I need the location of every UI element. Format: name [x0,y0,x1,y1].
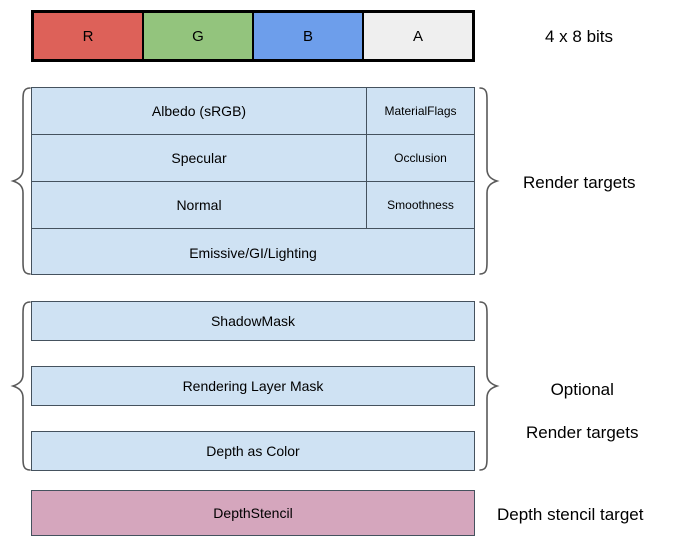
render-target-main-label: Albedo (sRGB) [151,103,247,119]
optional-render-target-label: ShadowMask [210,313,296,329]
render-target-main-cell: Specular [32,135,366,181]
render-target-side-cell: Smoothness [366,182,474,228]
channel-cell-r: R [34,13,144,59]
render-targets-side-label: Render targets [523,173,636,192]
channel-label-r: R [82,27,94,45]
render-targets-right-brace [478,86,500,276]
optional-render-targets-side-label-line2: Render targets [526,422,639,442]
render-target-row: Normal Smoothness [32,182,474,229]
render-target-main-cell: Albedo (sRGB) [32,88,366,134]
channel-bar-side-label: 4 x 8 bits [545,27,614,46]
channel-cell-g: G [144,13,254,59]
render-target-side-label: Smoothness [387,198,454,212]
channel-label-b: B [302,27,313,45]
optional-render-targets-left-brace [10,300,32,472]
channel-label-a: A [412,27,423,45]
optional-render-targets-right-brace [478,300,500,472]
render-target-side-cell: MaterialFlags [366,88,474,134]
render-target-side-label: MaterialFlags [384,104,457,118]
channel-label-g: G [192,27,204,45]
optional-render-target-label: Depth as Color [206,443,300,459]
depth-stencil-box: DepthStencil [31,490,475,536]
render-target-row: Emissive/GI/Lighting [32,229,474,276]
render-target-side-label: Occlusion [394,151,447,165]
render-targets-left-brace [10,86,32,276]
optional-render-target-box: ShadowMask [31,301,475,341]
optional-render-target-box: Rendering Layer Mask [31,366,475,406]
optional-render-target-box: Depth as Color [31,431,475,471]
render-targets-block: Albedo (sRGB) MaterialFlags Specular Occ… [31,87,475,275]
channel-cell-b: B [254,13,364,59]
render-target-main-label: Emissive/GI/Lighting [189,244,317,261]
render-target-main-label: Normal [176,197,222,213]
render-target-side-cell: Occlusion [366,135,474,181]
render-target-row: Specular Occlusion [32,135,474,182]
optional-render-targets-side-label: Optional Render targets [526,358,638,464]
rgba-channel-bar: R G B A [31,10,475,62]
render-target-main-cell: Emissive/GI/Lighting [32,229,474,276]
optional-render-targets-side-label-line1: Optional [550,380,614,400]
render-target-row: Albedo (sRGB) MaterialFlags [32,88,474,135]
channel-cell-a: A [364,13,472,59]
render-target-main-cell: Normal [32,182,366,228]
optional-render-target-label: Rendering Layer Mask [182,378,324,394]
render-target-main-label: Specular [171,150,227,166]
depth-stencil-side-label: Depth stencil target [497,505,644,524]
depth-stencil-box-label: DepthStencil [213,505,293,521]
